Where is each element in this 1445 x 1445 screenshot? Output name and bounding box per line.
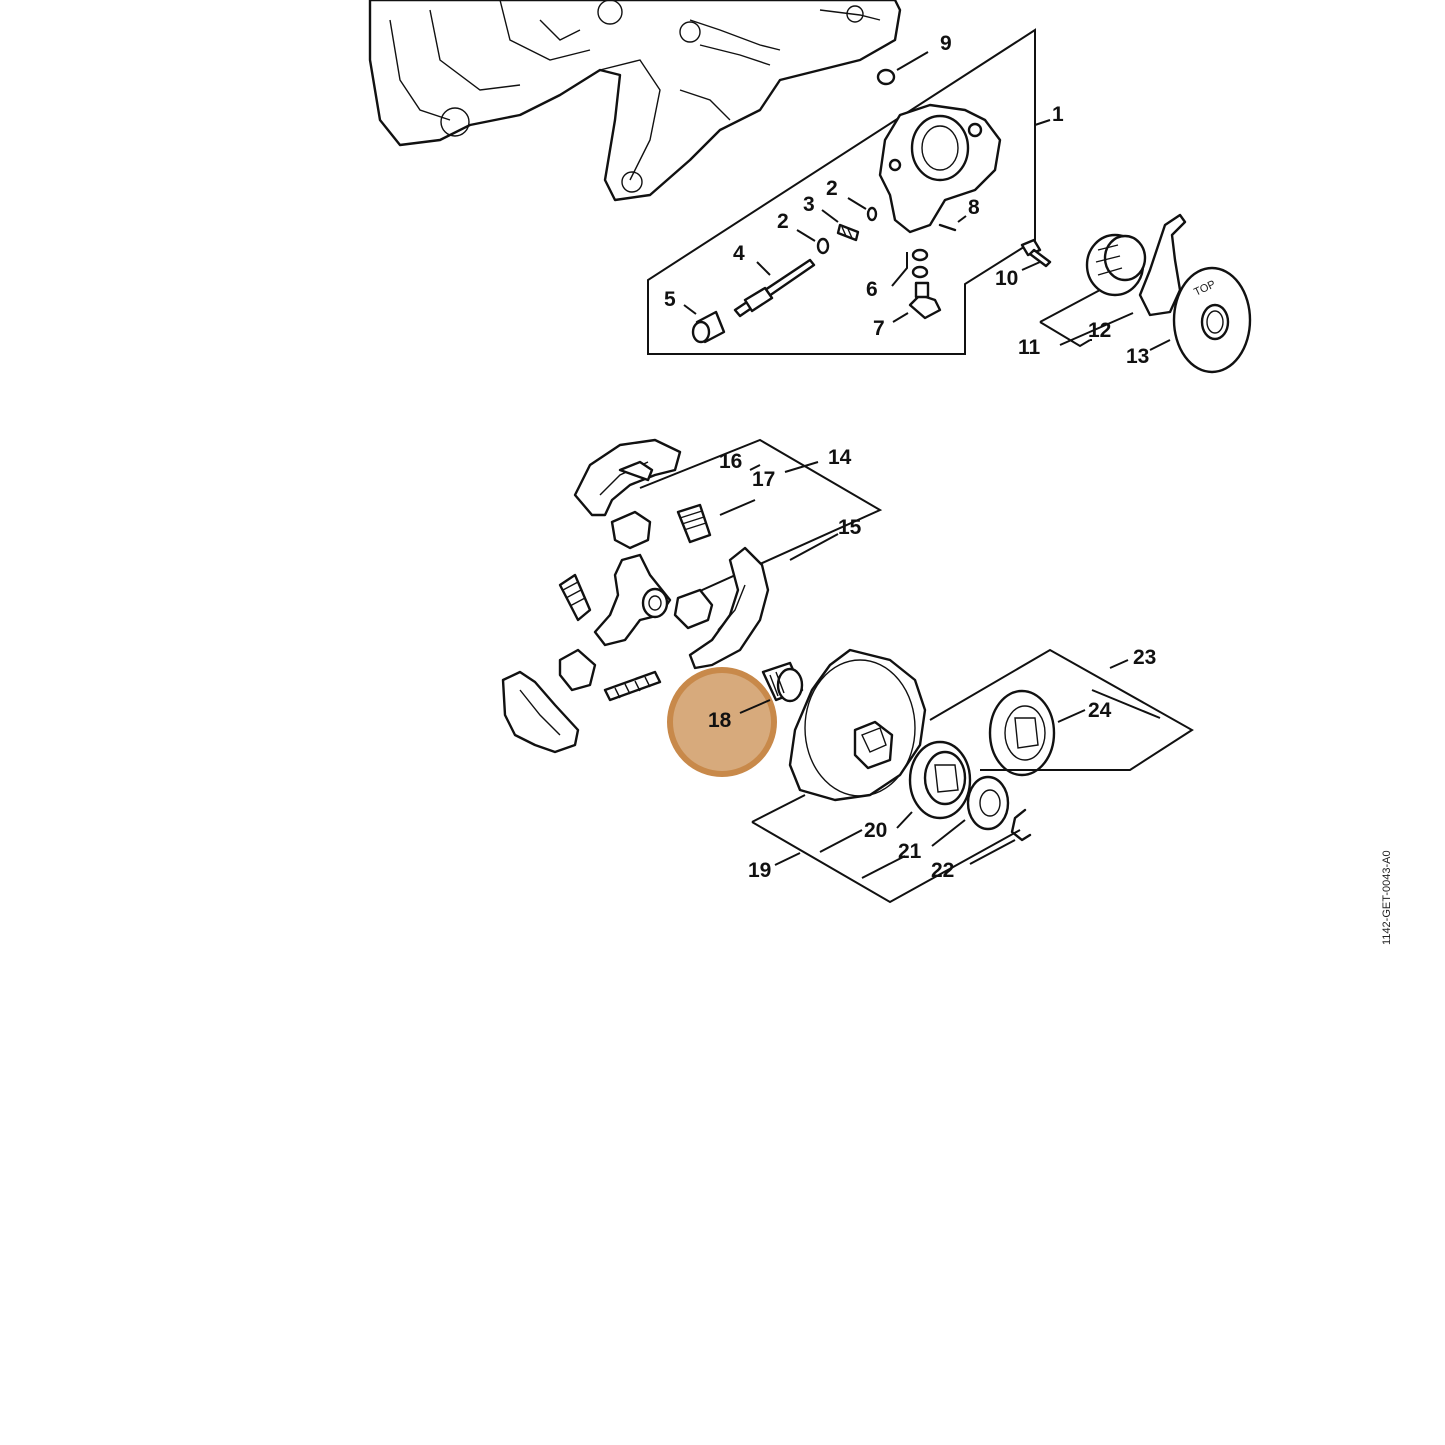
label-24[interactable]: 24 [1088,699,1112,722]
label-14[interactable]: 14 [828,446,852,469]
label-18[interactable]: 18 [708,709,732,732]
label-1[interactable]: 1 [1052,103,1064,126]
label-4[interactable]: 4 [733,242,745,265]
label-2-lower[interactable]: 2 [777,210,789,233]
washer-21 [931,775,1010,847]
screw-10 [1020,238,1052,271]
label-16[interactable]: 16 [719,450,742,473]
label-17[interactable]: 17 [752,468,775,491]
thrust-disc: TOP [1149,266,1252,374]
oil-pump-group [647,28,1051,355]
label-10[interactable]: 10 [995,267,1018,290]
spur-sprocket-24 [988,689,1086,777]
drawing-code: 1142-GET-0043-A0 [1381,850,1393,945]
rim-sprocket-20 [896,740,972,829]
clutch-group [501,438,883,754]
clutch-drum [788,648,927,802]
label-15[interactable]: 15 [838,516,862,539]
label-8[interactable]: 8 [968,196,980,219]
label-3[interactable]: 3 [803,193,815,216]
engine-housing [368,0,902,202]
label-5[interactable]: 5 [664,288,676,311]
label-7[interactable]: 7 [873,317,885,340]
label-19[interactable]: 19 [748,859,771,882]
highlight-marker[interactable] [667,667,777,777]
label-13[interactable]: 13 [1126,345,1149,368]
callout-labels: 1 2 2 3 4 5 6 7 8 9 10 11 12 13 14 15 16… [664,32,1156,882]
label-20[interactable]: 20 [864,819,887,842]
label-22[interactable]: 22 [931,859,954,882]
label-21[interactable]: 21 [898,840,922,863]
label-2-upper[interactable]: 2 [826,177,838,200]
label-6[interactable]: 6 [866,278,878,301]
label-11[interactable]: 11 [1018,336,1041,359]
needle-cage-18 [761,661,804,703]
label-9[interactable]: 9 [940,32,952,55]
drum-group-brackets [751,648,1194,904]
label-23[interactable]: 23 [1133,646,1156,669]
label-12[interactable]: 12 [1088,319,1111,342]
worm-and-spring [1039,213,1187,348]
